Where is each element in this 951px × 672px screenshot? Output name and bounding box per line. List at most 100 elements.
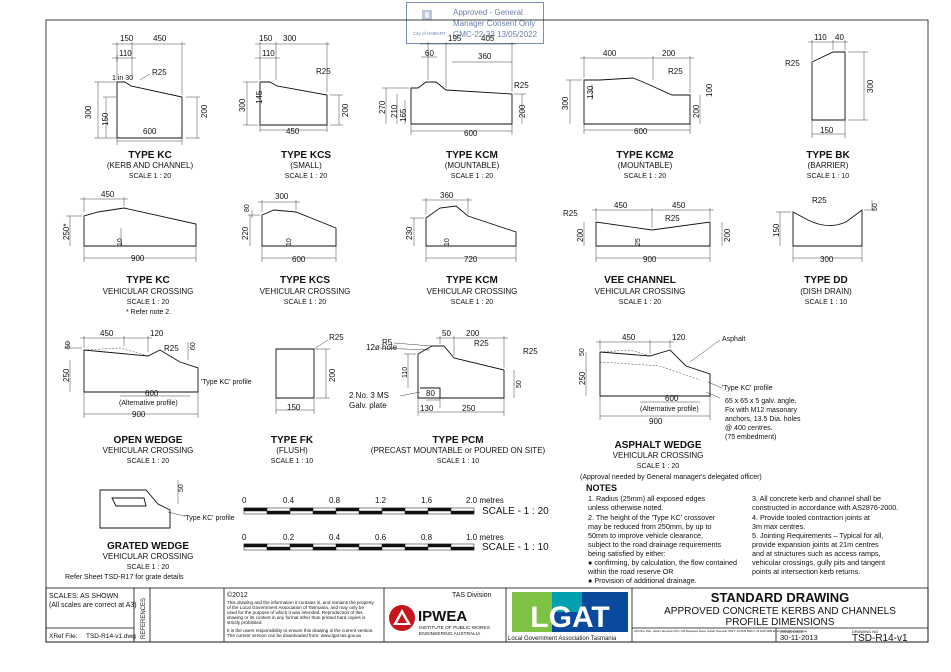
dimension-label: LGAT bbox=[530, 601, 609, 634]
drawing-line bbox=[382, 87, 409, 124]
dimension-label: 210 bbox=[390, 104, 399, 118]
dimension-label: R25 bbox=[812, 196, 827, 205]
dimension-label: 300 bbox=[275, 192, 289, 201]
drawing-line bbox=[266, 546, 291, 551]
dimension-label: 150 bbox=[101, 112, 110, 126]
ipwea-wordmark: IPWEA bbox=[418, 608, 467, 625]
dimension-label: R25 bbox=[474, 339, 489, 348]
dimension-label: 200 bbox=[466, 329, 480, 338]
dimension-label: 10 bbox=[117, 238, 124, 246]
drawing-line bbox=[399, 391, 421, 397]
drawing-line bbox=[514, 93, 526, 124]
dimension-label: anchors, 13.5 Dia. holes bbox=[725, 416, 801, 423]
note-line: subject to the road drainage requirement… bbox=[588, 540, 721, 549]
dimension-label: SCALE 1 : 20 bbox=[127, 458, 170, 465]
drawing-line bbox=[792, 209, 863, 247]
dimension-label: 200 bbox=[518, 104, 527, 118]
dimension-label: 270 bbox=[378, 100, 387, 114]
drawing-line bbox=[583, 124, 691, 134]
dimension-label: 145 bbox=[255, 90, 264, 104]
note-line: 4. Provide tooled contraction joints at bbox=[752, 513, 870, 522]
drawing-line bbox=[116, 124, 183, 145]
stamp-line-1: Approved - General bbox=[453, 8, 523, 17]
approval-stamp: City of HOBART Approved - General Manage… bbox=[406, 2, 544, 44]
note-line: being satisfied by either: bbox=[588, 549, 666, 558]
drawing-line bbox=[335, 507, 360, 512]
dimension-label: 1.6 bbox=[421, 496, 433, 505]
dimension-label: 80 bbox=[426, 389, 435, 398]
drawing-title: STANDARD DRAWING bbox=[711, 590, 849, 605]
note-line: provide expansion joints at 21m centres bbox=[752, 540, 879, 549]
dimension-label: (KERB AND CHANNEL) bbox=[107, 161, 194, 170]
drawing-line bbox=[99, 489, 171, 529]
drawing-no-label: DRAWING NO bbox=[852, 629, 878, 634]
profile-kcm-vehicular-crossing: 360 230 10 720 TYPE KCM VEHICULAR CROSSI… bbox=[405, 191, 517, 306]
drawing-line bbox=[112, 54, 136, 62]
issue-date-label: ISSUE DATE bbox=[780, 629, 804, 634]
dimension-label: SCALE 1 : 20 bbox=[451, 299, 494, 306]
dimension-label: 300 bbox=[866, 79, 875, 93]
dimension-label: 220 bbox=[241, 226, 250, 240]
profile-kc-vehicular-crossing: 450 250* 10 900 TYPE KC VEHICULAR CROSSI… bbox=[62, 190, 197, 316]
note-line: 3m max centres. bbox=[752, 522, 805, 531]
drawing-line bbox=[776, 211, 791, 246]
drawing-line bbox=[632, 627, 928, 642]
drawing-line bbox=[848, 51, 868, 121]
dimension-label: 195 bbox=[448, 34, 462, 43]
dimension-label: 150 bbox=[259, 34, 273, 43]
note-line: vehicular crossings, gully pits and tang… bbox=[752, 558, 885, 567]
profile-kcs-vehicular-crossing: 300 80 220 10 600 TYPE KCS VEHICULAR CRO… bbox=[241, 192, 350, 306]
drawing-line bbox=[811, 51, 846, 121]
dimension-label: 300 bbox=[820, 255, 834, 264]
dimension-label: 250 bbox=[62, 368, 71, 382]
drawing-line bbox=[255, 42, 330, 92]
dimension-label: TYPE KCM bbox=[446, 275, 498, 286]
dimension-label: (MOUNTABLE) bbox=[445, 161, 500, 170]
dimension-label: 450 bbox=[622, 333, 636, 342]
drawing-line bbox=[83, 207, 197, 247]
dimension-label: 100 bbox=[705, 83, 714, 97]
drawing-line bbox=[275, 398, 315, 414]
disclaimer-line: strictly prohibited. bbox=[227, 620, 263, 625]
dimension-label: 40 bbox=[835, 33, 844, 42]
profile-grated-wedge: 50 'Type KC' profile GRATED WEDGE VEHICU… bbox=[65, 480, 235, 581]
dimension-label: 450 bbox=[153, 34, 167, 43]
dimension-label: OPEN WEDGE bbox=[114, 435, 183, 446]
drawing-line bbox=[313, 339, 329, 350]
dimension-label: 150 bbox=[287, 403, 301, 412]
dimension-label: TYPE KC bbox=[128, 150, 171, 161]
dimension-label: 450 bbox=[672, 201, 686, 210]
disclaimer-line: used for the purpose of which it was int… bbox=[227, 610, 363, 615]
dimension-label: 250* bbox=[62, 224, 71, 240]
note-line: ● Provision of additional drainage. bbox=[588, 576, 697, 585]
disclaimer-line: drawing or its content in any format oth… bbox=[227, 615, 366, 620]
note-line: 50mm to improve vehicle clearance, bbox=[588, 531, 703, 540]
drawing-line bbox=[94, 81, 116, 139]
dimension-label: (75 embedment) bbox=[725, 434, 776, 441]
dimension-label: 0.6 bbox=[375, 533, 387, 542]
note-line: 3. All concrete kerb and channel shall b… bbox=[752, 494, 881, 503]
dimension-label: 'Type KC' profile bbox=[722, 385, 773, 392]
drawing-line bbox=[393, 342, 433, 347]
drawing-line bbox=[381, 507, 406, 512]
dimension-label: 0 bbox=[242, 533, 247, 542]
scale-bar-1-10: 0 0.2 0.4 0.6 0.8 1.0 metres SCALE - 1 :… bbox=[242, 533, 549, 553]
dimension-label: (PRECAST MOUNTABLE or POURED ON SITE) bbox=[371, 446, 546, 455]
dimension-label: 200 bbox=[723, 228, 732, 242]
dimension-label: 360 bbox=[478, 52, 492, 61]
dimension-label: 300 bbox=[238, 98, 247, 112]
dimension-label: 300 bbox=[84, 105, 93, 119]
scale-bar-1-20: 0 0.4 0.8 1.2 1.6 2.0 metres SCALE - 1 :… bbox=[242, 496, 549, 517]
dimension-label: 50 bbox=[516, 380, 523, 388]
dimension-label: R25 bbox=[164, 344, 179, 353]
dimension-label: 400 bbox=[603, 49, 617, 58]
dimension-label: 230 bbox=[405, 226, 414, 240]
drawing-line bbox=[289, 507, 314, 512]
dimension-label: Refer Sheet TSD-R17 for grate details bbox=[65, 574, 184, 581]
dimension-label: R5 bbox=[382, 338, 393, 347]
dimension-label: 150 bbox=[820, 126, 834, 135]
drawing-line bbox=[379, 347, 431, 351]
dimension-label: 2.0 metres bbox=[466, 496, 504, 505]
dimension-label: (Approval needed by General manager's de… bbox=[580, 474, 762, 481]
drawing-line bbox=[410, 124, 513, 135]
